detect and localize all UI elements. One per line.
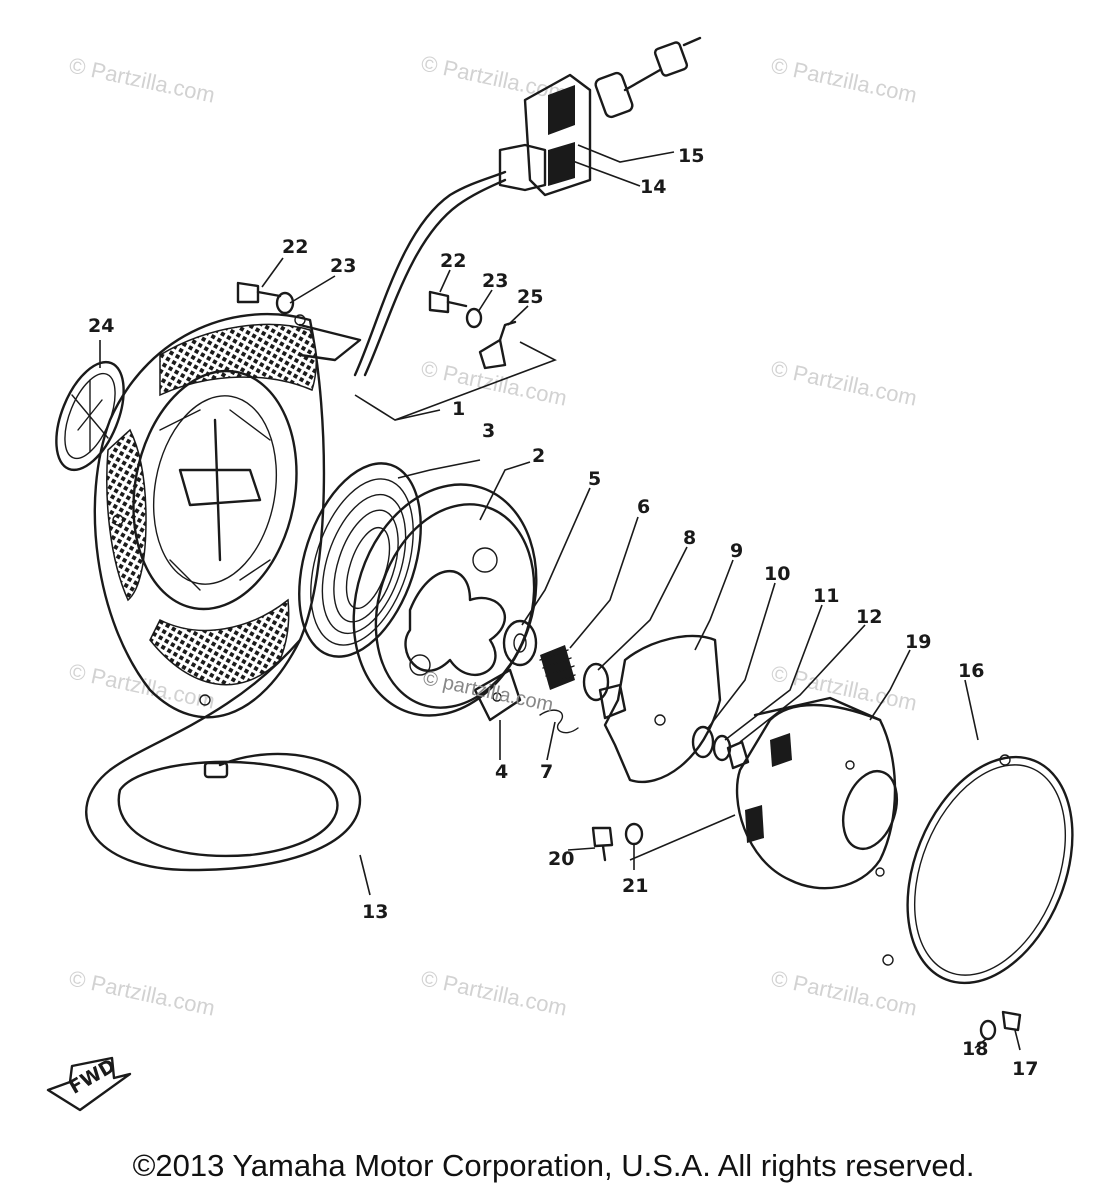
ratchet-plate-part-9: [598, 634, 722, 784]
callout-12: 12: [856, 606, 882, 628]
callout-23: 23: [330, 255, 356, 277]
copyright-notice: ©2013 Yamaha Motor Corporation, U.S.A. A…: [132, 1148, 975, 1183]
callout-22: 22: [440, 250, 466, 272]
watermark: © Partzilla.com: [67, 965, 217, 1020]
callout-5: 5: [588, 468, 601, 490]
callout-23: 23: [482, 270, 508, 292]
washer-part-23: [275, 291, 295, 315]
emblem-part-24: [55, 360, 125, 472]
grommet-part-15: [594, 36, 702, 119]
clip-part-25: [478, 320, 517, 370]
starter-handle-part-14: [498, 73, 592, 197]
callout-6: 6: [637, 496, 650, 518]
callout-2: 2: [532, 445, 545, 467]
circlip-part-8: [582, 662, 610, 702]
cable-loop-part-13: [85, 638, 362, 872]
callout-18: 18: [962, 1038, 988, 1060]
spring-part-6: [539, 645, 576, 690]
callout-9: 9: [730, 540, 743, 562]
callout-25: 25: [517, 286, 543, 308]
callout-21: 21: [622, 875, 648, 897]
washer-part-18: [979, 1019, 997, 1041]
watermark: © Partzilla.com: [419, 965, 569, 1020]
callout-10: 10: [764, 563, 790, 585]
nut-part-12: [726, 740, 750, 770]
callout-20: 20: [548, 848, 574, 870]
watermark: © Partzilla.com: [769, 52, 919, 107]
callout-7: 7: [540, 761, 553, 783]
callout-22: 22: [282, 236, 308, 258]
watermark: © Partzilla.com: [67, 52, 217, 107]
starter-housing-part-1: [93, 312, 362, 719]
clip-part-7: [539, 709, 579, 734]
watermark: © Partzilla.com: [769, 355, 919, 410]
leader-lines: [99, 144, 1021, 1051]
callout-17: 17: [1012, 1058, 1038, 1080]
callout-24: 24: [88, 315, 114, 337]
cover-part-19: [735, 696, 898, 890]
throttle-cable: [353, 170, 507, 377]
callouts: 1 2 3 4 5 6 7 8 9 10 11 12 13 14 15 16 1…: [88, 145, 1038, 1080]
watermark: © Partzilla.com: [769, 965, 919, 1020]
bolt-part-22: [236, 281, 282, 304]
callout-4: 4: [495, 761, 508, 783]
callout-3: 3: [482, 420, 495, 442]
forward-arrow-icon: FWD: [46, 1055, 132, 1112]
washer-part-5: [502, 619, 538, 667]
washer-part-23: [465, 307, 483, 329]
callout-11: 11: [813, 585, 839, 607]
center-watermark: © partzilla.com: [421, 667, 555, 716]
washer-part-21: [624, 822, 644, 846]
watermark: © Partzilla.com: [419, 50, 569, 105]
bolt-part-22: [428, 290, 468, 314]
callout-14: 14: [640, 176, 666, 198]
callout-13: 13: [362, 901, 388, 923]
gasket-part-16: [882, 754, 1074, 985]
washer-part-10: [691, 725, 715, 759]
callout-15: 15: [678, 145, 704, 167]
callout-8: 8: [683, 527, 696, 549]
callout-1: 1: [452, 398, 465, 420]
watermarks: © Partzilla.com © Partzilla.com © Partzi…: [67, 50, 919, 1020]
bolt-part-20: [591, 826, 614, 862]
callout-19: 19: [905, 631, 931, 653]
pawl-part-4: [473, 668, 522, 722]
pulley-part-2: [352, 483, 538, 717]
screw-part-17: [1001, 1010, 1022, 1032]
callout-16: 16: [958, 660, 984, 682]
